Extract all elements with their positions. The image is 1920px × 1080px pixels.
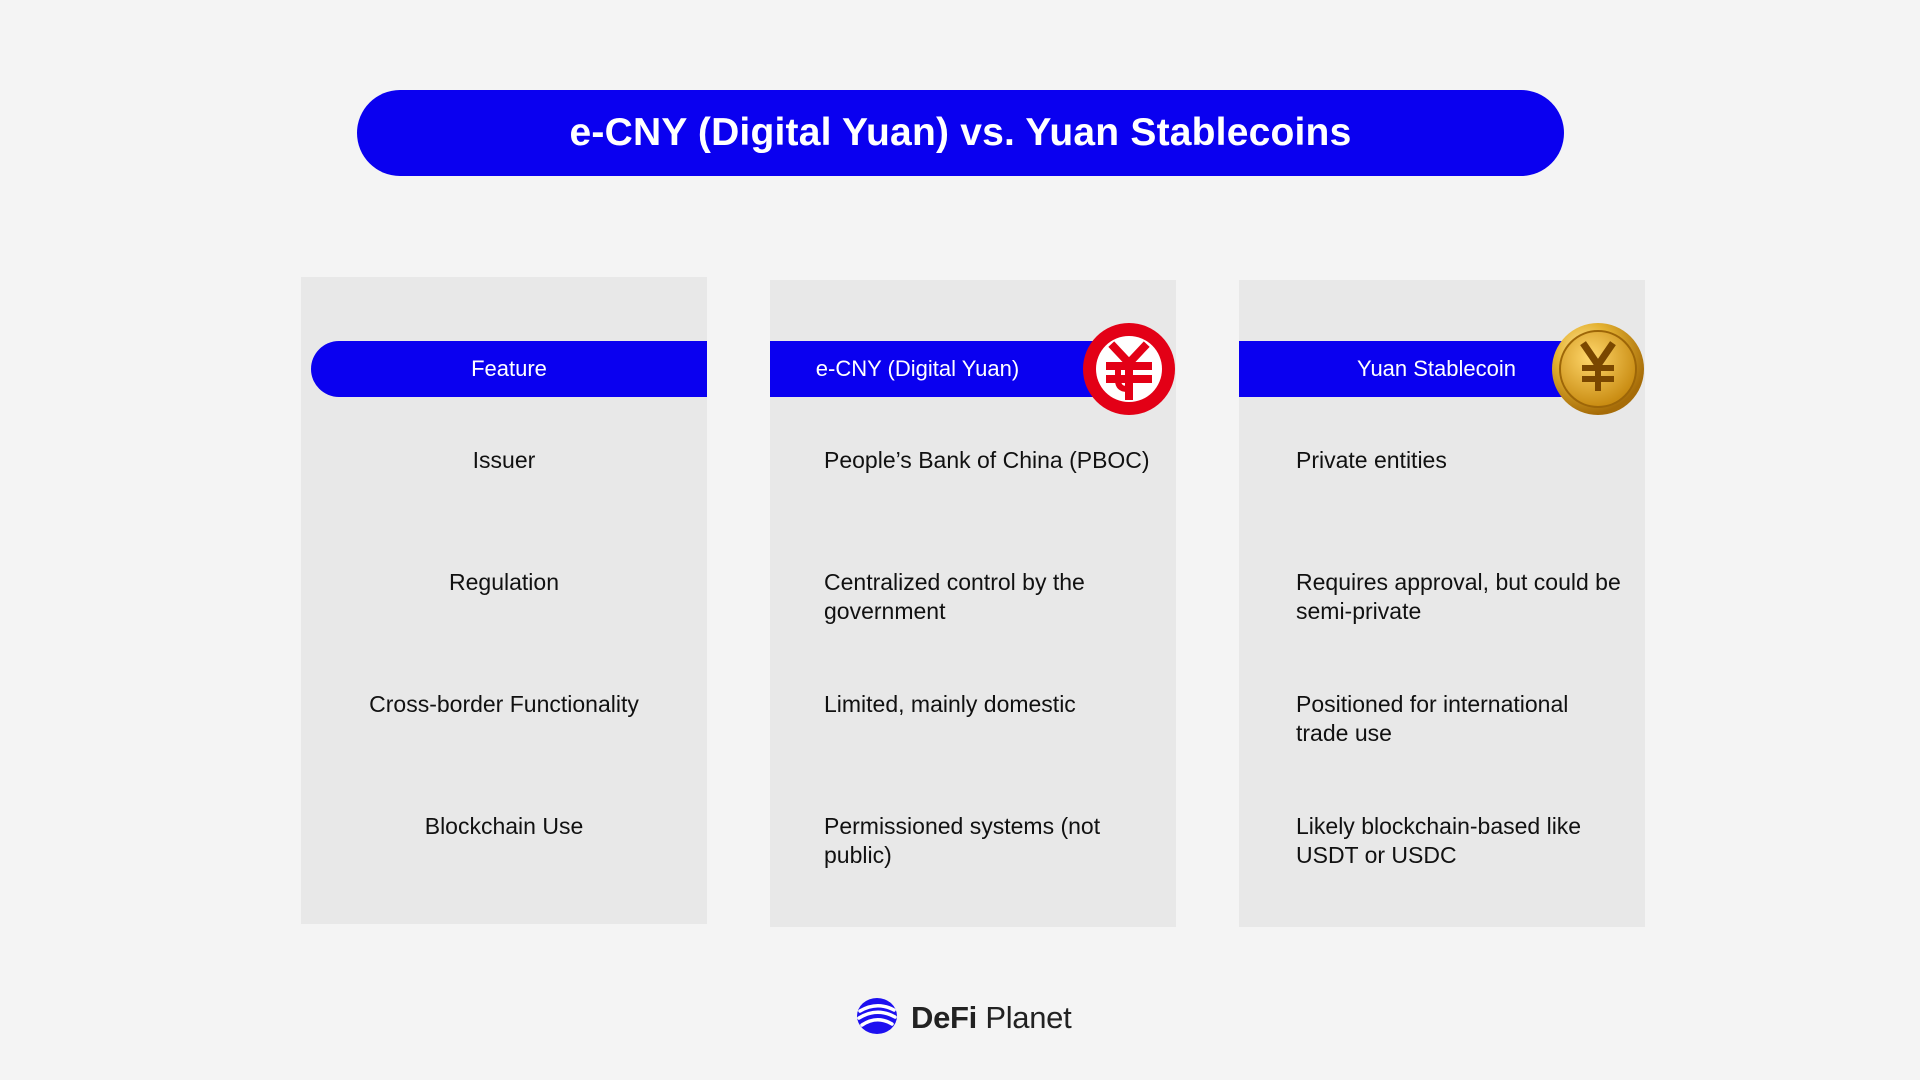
feature-header: Feature (311, 341, 707, 397)
ecny-header: e-CNY (Digital Yuan) (770, 341, 1115, 397)
logo-text-defi: DeFi (911, 1000, 977, 1035)
logo-text-planet: Planet (985, 1000, 1072, 1035)
ecny-header-label: e-CNY (Digital Yuan) (815, 356, 1020, 381)
logo-wordmark: DeFi Planet (911, 1000, 1072, 1036)
feature-cross-border: Cross-border Functionality (369, 691, 639, 717)
stablecoin-header-label: Yuan Stablecoin (1356, 356, 1517, 381)
ecny-emblem-icon (1082, 322, 1176, 416)
feature-issuer: Issuer (472, 447, 536, 473)
page-title: e-CNY (Digital Yuan) vs. Yuan Stablecoin… (569, 111, 1352, 154)
stablecoin-regulation: Requires approval, but could be semi-pri… (1296, 569, 1621, 624)
stablecoin-header: Yuan Stablecoin (1239, 341, 1584, 397)
stablecoin-blockchain-use: Likely blockchain-based like USDT or USD… (1296, 813, 1582, 868)
ecny-issuer: People’s Bank of China (PBOC) (824, 447, 1150, 473)
ecny-regulation: Centralized control by the government (824, 569, 1085, 624)
defi-planet-logo-icon (855, 994, 899, 1043)
feature-blockchain-use: Blockchain Use (424, 813, 584, 839)
stablecoin-cross-border: Positioned for international trade use (1296, 691, 1569, 746)
yuan-coin-icon (1551, 322, 1645, 416)
ecny-cross-border: Limited, mainly domestic (824, 691, 1076, 717)
stablecoin-issuer: Private entities (1296, 447, 1447, 473)
feature-header-label: Feature (471, 356, 547, 381)
title-banner: e-CNY (Digital Yuan) vs. Yuan Stablecoin… (357, 90, 1564, 176)
defi-planet-logo: DeFi Planet (855, 994, 1072, 1043)
ecny-blockchain-use: Permissioned systems (not public) (824, 813, 1101, 868)
feature-regulation: Regulation (449, 569, 559, 595)
